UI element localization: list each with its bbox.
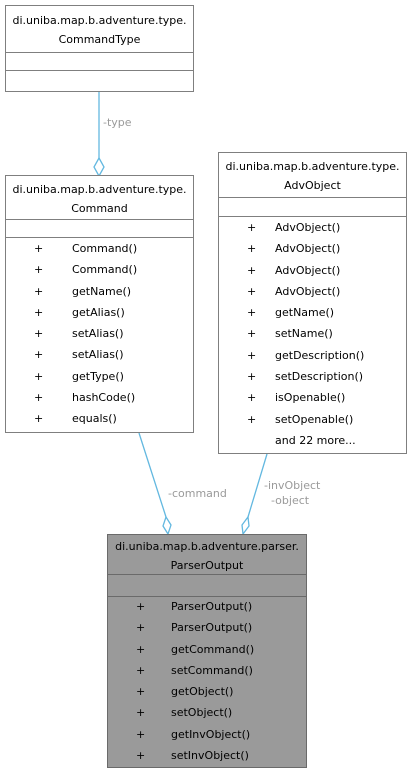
- class-name: Command: [71, 201, 128, 215]
- operation[interactable]: +getType(): [34, 369, 124, 383]
- class-package: di.uniba.map.b.adventure.type.: [225, 160, 400, 173]
- attributes-divider: [219, 197, 406, 198]
- operation[interactable]: +setDescription(): [247, 370, 364, 384]
- class-commandtype[interactable]: di.uniba.map.b.adventure.type. CommandTy…: [5, 5, 194, 92]
- operation[interactable]: +setOpenable(): [247, 412, 354, 426]
- operation[interactable]: +getDescription(): [247, 348, 365, 362]
- class-title: di.uniba.map.b.adventure.parser. ParserO…: [108, 535, 306, 574]
- operations-list: +ParserOutput() +ParserOutput() +getComm…: [108, 596, 306, 766]
- aggregation-diamond-type: [93, 156, 105, 178]
- operation[interactable]: +AdvObject(): [247, 284, 341, 298]
- class-package: di.uniba.map.b.adventure.type.: [12, 182, 187, 196]
- class-parseroutput[interactable]: di.uniba.map.b.adventure.parser. ParserO…: [107, 534, 307, 768]
- class-title: di.uniba.map.b.adventure.type. AdvObject: [219, 153, 406, 197]
- role-label-invobject: -invObject: [264, 479, 321, 492]
- operation[interactable]: +setObject(): [136, 706, 233, 720]
- operation[interactable]: +setInvObject(): [136, 749, 249, 763]
- more-operations[interactable]: and 22 more...: [275, 433, 356, 447]
- operation[interactable]: +setAlias(): [34, 327, 124, 341]
- class-name: ParserOutput: [170, 558, 244, 572]
- operations-divider: [6, 70, 193, 71]
- operation[interactable]: +equals(): [34, 412, 117, 426]
- class-title: di.uniba.map.b.adventure.type. Command: [6, 176, 193, 219]
- operation[interactable]: +setCommand(): [136, 663, 253, 677]
- role-label-command: -command: [168, 487, 227, 500]
- role-label-type: -type: [103, 116, 132, 129]
- aggregation-diamond-command: [162, 515, 172, 536]
- class-package: di.uniba.map.b.adventure.type.: [12, 14, 187, 27]
- operation[interactable]: +Command(): [34, 242, 138, 255]
- edge-command: [138, 432, 167, 518]
- attributes-divider: [108, 574, 306, 575]
- operation[interactable]: +AdvObject(): [247, 221, 341, 234]
- operation[interactable]: +getName(): [34, 284, 132, 298]
- operation[interactable]: +isOpenable(): [247, 391, 346, 405]
- attributes-divider: [6, 52, 193, 53]
- operation[interactable]: +ParserOutput(): [136, 600, 253, 613]
- operations-divider: [6, 237, 193, 238]
- class-name: AdvObject: [284, 179, 341, 192]
- operation[interactable]: +getCommand(): [136, 642, 255, 656]
- operation[interactable]: +setAlias(): [34, 348, 124, 362]
- class-command[interactable]: di.uniba.map.b.adventure.type. Command +…: [5, 175, 194, 433]
- class-title: di.uniba.map.b.adventure.type. CommandTy…: [6, 6, 193, 52]
- operation[interactable]: +getObject(): [136, 685, 234, 699]
- operation[interactable]: +ParserOutput(): [136, 621, 253, 635]
- aggregation-diamond-object: [241, 515, 250, 536]
- operation[interactable]: +Command(): [34, 263, 138, 277]
- attributes-divider: [6, 219, 193, 220]
- operations-list: +AdvObject() +AdvObject() +AdvObject() +…: [219, 217, 406, 451]
- operation[interactable]: +AdvObject(): [247, 242, 341, 256]
- operation[interactable]: +getInvObject(): [136, 727, 251, 741]
- operations-divider: [219, 216, 406, 217]
- operations-list: +Command() +Command() +getName() +getAli…: [6, 238, 193, 430]
- operation[interactable]: +setName(): [247, 327, 333, 341]
- class-package: di.uniba.map.b.adventure.parser.: [115, 539, 299, 553]
- operation[interactable]: +hashCode(): [34, 391, 136, 405]
- class-name: CommandType: [58, 33, 141, 46]
- class-advobject[interactable]: di.uniba.map.b.adventure.type. AdvObject…: [218, 152, 407, 454]
- operation[interactable]: +getAlias(): [34, 305, 125, 319]
- operation[interactable]: +getName(): [247, 306, 335, 320]
- operation[interactable]: +AdvObject(): [247, 263, 341, 277]
- operations-divider: [108, 596, 306, 597]
- role-label-object: -object: [271, 494, 310, 507]
- edge-object: [247, 453, 268, 518]
